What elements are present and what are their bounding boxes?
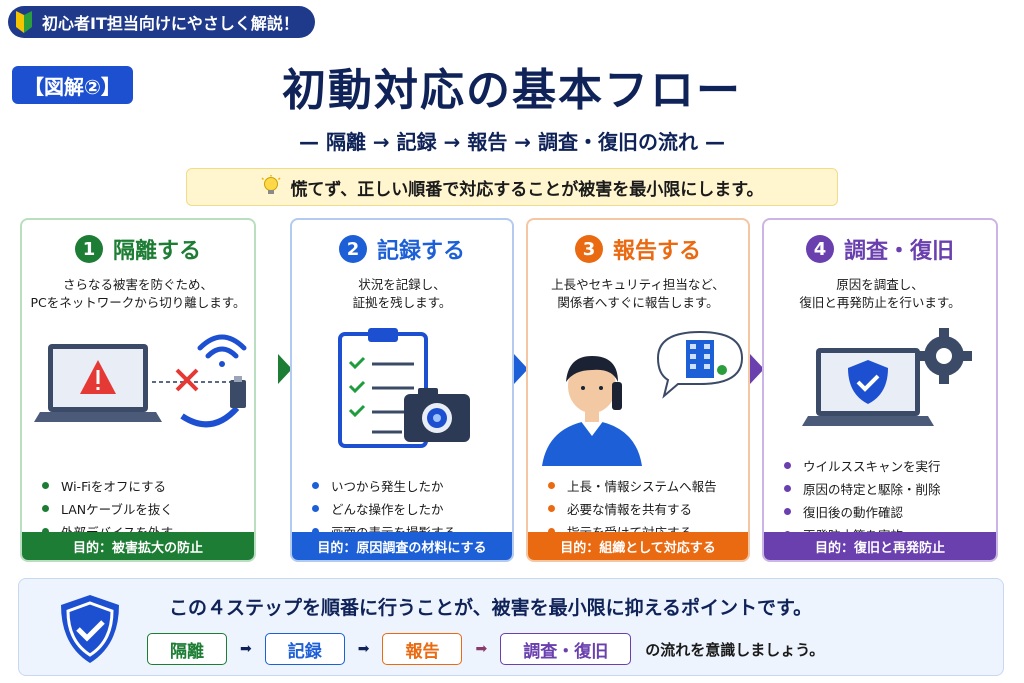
tip-text: 慌てず、正しい順番で対応することが被害を最小限にします。 — [290, 179, 764, 200]
list-item: 原因の特定と駆除・削除 — [784, 477, 996, 500]
step-title: 調査・復旧 — [843, 239, 954, 264]
summary-box: この４ステップを順番に行うことが、被害を最小限に抑えるポイントです。 隔離 ➡ … — [18, 578, 1004, 676]
desc-line: 上長やセキュリティ担当など、 — [551, 277, 725, 292]
desc-line: 関係者へすぐに報告します。 — [557, 295, 719, 310]
step-number: 3 — [574, 235, 603, 263]
record-illustration — [292, 326, 512, 466]
step-title: 隔離する — [112, 239, 201, 264]
camera-icon — [404, 388, 470, 442]
flow-chip: 隔離 — [147, 633, 227, 665]
beginner-mark-icon — [16, 11, 32, 33]
lightbulb-icon — [261, 175, 281, 194]
desc-line: さらなる被害を防ぐため、 — [62, 277, 213, 292]
step-card-isolate: 1 隔離する さらなる被害を防ぐため、 PCをネットワークから切り離します。 — [20, 218, 256, 562]
page-subtitle: — 隔離 → 記録 → 報告 → 調査・復旧の流れ — — [299, 130, 725, 154]
laptop-warning-icon — [34, 344, 162, 422]
step-purpose: 目的：組織として対応する — [528, 532, 748, 560]
desc-line: 復旧と再発防止を行います。 — [799, 295, 961, 310]
list-item: いつから発生したか — [312, 474, 512, 497]
step-description: 原因を調査し、 復旧と再発防止を行います。 — [764, 276, 996, 316]
flow-chips: 隔離 ➡ 記録 ➡ 報告 ➡ 調査・復旧 の流れを意識しましょう。 — [147, 633, 824, 665]
wifi-icon — [197, 334, 247, 367]
laptop-shield-icon — [802, 348, 934, 426]
step-description: 上長やセキュリティ担当など、 関係者へすぐに報告します。 — [528, 276, 748, 316]
page-title: 初動対応の基本フロー — [282, 65, 742, 116]
person-on-phone-icon — [542, 356, 642, 466]
flow-tail-text: の流れを意識しましょう。 — [645, 640, 825, 659]
close-x-icon — [175, 368, 199, 392]
arrow-right-icon: ➡ — [240, 641, 252, 657]
flow-chip: 報告 — [382, 633, 463, 665]
arrow-right-icon — [514, 354, 528, 384]
desc-line: PCをネットワークから切り離します。 — [30, 295, 246, 310]
step-purpose: 目的：原因調査の材料にする — [292, 532, 512, 560]
list-item: LANケーブルを抜く — [42, 497, 254, 520]
list-item: 上長・情報システムへ報告 — [548, 474, 748, 497]
list-item: どんな操作をしたか — [312, 497, 512, 520]
step-title: 記録する — [376, 239, 465, 264]
summary-text: この４ステップを順番に行うことが、被害を最小限に抑えるポイントです。 — [169, 597, 813, 619]
step-purpose: 目的：被害拡大の防止 — [22, 532, 254, 560]
badge-text: 初心者IT担当向けにやさしく解説！ — [42, 14, 299, 33]
desc-line: 原因を調査し、 — [836, 277, 924, 292]
step-number: 4 — [805, 235, 834, 263]
figure-label: 【図解②】 — [12, 66, 133, 104]
arrow-right-icon — [278, 354, 292, 384]
step-description: さらなる被害を防ぐため、 PCをネットワークから切り離します。 — [22, 276, 254, 316]
lan-cable-icon — [180, 376, 246, 428]
list-item: ウイルススキャンを実行 — [784, 454, 996, 477]
report-illustration — [528, 326, 748, 466]
tip-box: 慌てず、正しい順番で対応することが被害を最小限にします。 — [186, 168, 838, 206]
step-purpose: 目的：復旧と再発防止 — [764, 532, 996, 560]
list-item: 復旧後の動作確認 — [784, 500, 996, 523]
arrow-right-icon: ➡ — [357, 641, 370, 657]
step-card-recover: 4 調査・復旧 原因を調査し、 復旧と再発防止を行います。 — [762, 218, 998, 562]
flow-chip: 記録 — [264, 633, 345, 665]
step-number: 2 — [338, 235, 367, 263]
list-item: 必要な情報を共有する — [548, 497, 748, 520]
desc-line: 証拠を残します。 — [352, 295, 452, 310]
beginner-badge: 初心者IT担当向けにやさしく解説！ — [8, 6, 315, 38]
flow-chip: 調査・復旧 — [500, 633, 632, 665]
gear-icon — [916, 328, 972, 384]
step-description: 状況を記録し、 証拠を残します。 — [292, 276, 512, 316]
isolate-illustration — [22, 326, 254, 466]
desc-line: 状況を記録し、 — [358, 277, 446, 292]
arrow-right-icon — [750, 354, 764, 384]
arrow-right-icon: ➡ — [475, 641, 488, 657]
step-card-record: 2 記録する 状況を記録し、 証拠を残します。 — [290, 218, 514, 562]
office-building-icon — [656, 330, 744, 399]
step-number: 1 — [74, 235, 103, 263]
shield-check-icon — [61, 595, 119, 663]
recover-illustration — [764, 326, 996, 446]
step-card-report: 3 報告する 上長やセキュリティ担当など、 関係者へすぐに報告します。 — [526, 218, 750, 562]
step-title: 報告する — [612, 239, 701, 264]
list-item: Wi-Fiをオフにする — [42, 474, 254, 497]
